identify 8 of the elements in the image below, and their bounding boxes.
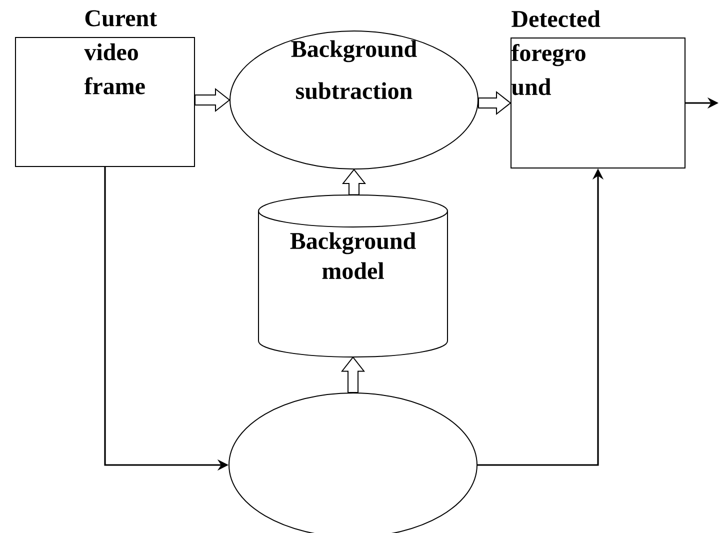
arrow <box>342 168 366 196</box>
node-label: Background subtraction <box>291 40 417 100</box>
node-label: Curent video frame <box>84 10 157 94</box>
node-label: Background model <box>290 232 416 280</box>
arrow <box>194 88 230 112</box>
arrow <box>478 90 512 116</box>
node-label: Detected foregro und <box>511 10 600 96</box>
arrow <box>340 356 366 393</box>
